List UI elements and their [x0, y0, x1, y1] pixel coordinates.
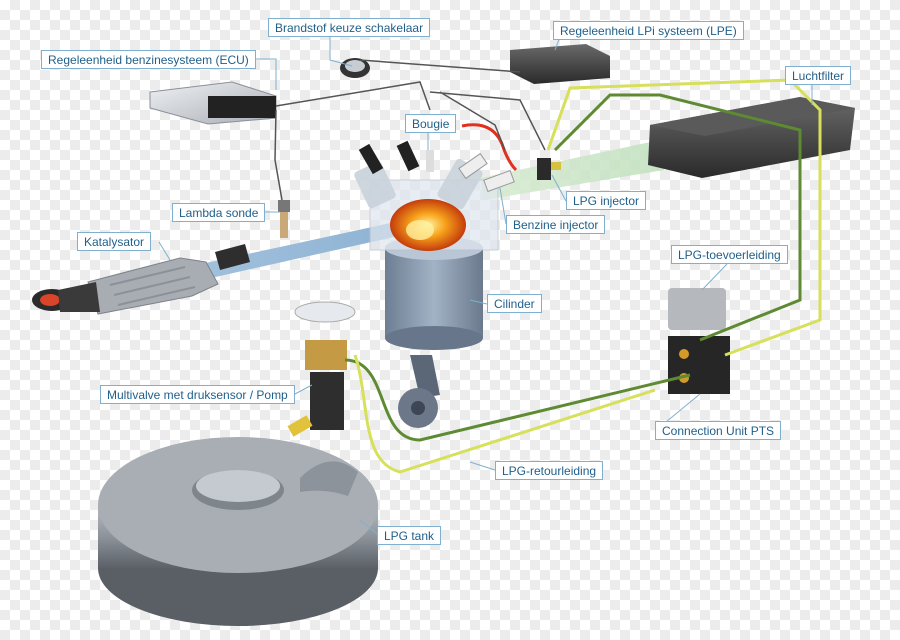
petrol-injectors [458, 152, 515, 193]
label-lpg-injector: LPG injector [566, 191, 647, 210]
label-lpg-feed-line: LPG-toevoerleiding [671, 245, 788, 264]
label-lambda-probe: Lambda sonde [172, 203, 266, 222]
label-catalyst: Katalysator [77, 232, 152, 251]
label-cylinder: Cilinder [487, 294, 542, 313]
label-connection-unit: Connection Unit PTS [655, 421, 782, 440]
petrol-ecu [149, 81, 277, 125]
lpg-injector [537, 158, 561, 180]
label-spark-plug: Bougie [405, 114, 457, 133]
label-fuel-selector-switch: Brandstof keuze schakelaar [268, 18, 431, 37]
label-air-filter: Luchtfilter [785, 66, 852, 85]
label-ecu: Regeleenheid benzinesysteem (ECU) [41, 50, 256, 69]
lpg-return-line [353, 78, 822, 474]
label-lpg-return-line: LPG-retourleiding [495, 461, 604, 480]
air-filter [648, 97, 855, 178]
multivalve-pump [287, 301, 356, 437]
wiring [274, 59, 546, 201]
lpg-feed-line [344, 93, 802, 442]
lambda-probe [278, 200, 290, 238]
label-lpg-tank: LPG tank [377, 526, 442, 545]
engine-cylinder [354, 158, 499, 428]
intake-manifold [480, 140, 664, 200]
label-petrol-injector: Benzine injector [506, 215, 606, 234]
connection-unit-pts [668, 288, 730, 394]
combustion-flame [390, 199, 466, 251]
label-multivalve: Multivalve met druksensor / Pomp [100, 385, 295, 404]
fuel-selector-switch [340, 58, 370, 78]
lpg-tank [98, 437, 378, 626]
exhaust-system [32, 222, 398, 315]
spark-plugs [358, 140, 434, 175]
lpe-controller [510, 44, 610, 84]
label-lpe-controller: Regeleenheid LPi systeem (LPE) [553, 21, 744, 40]
